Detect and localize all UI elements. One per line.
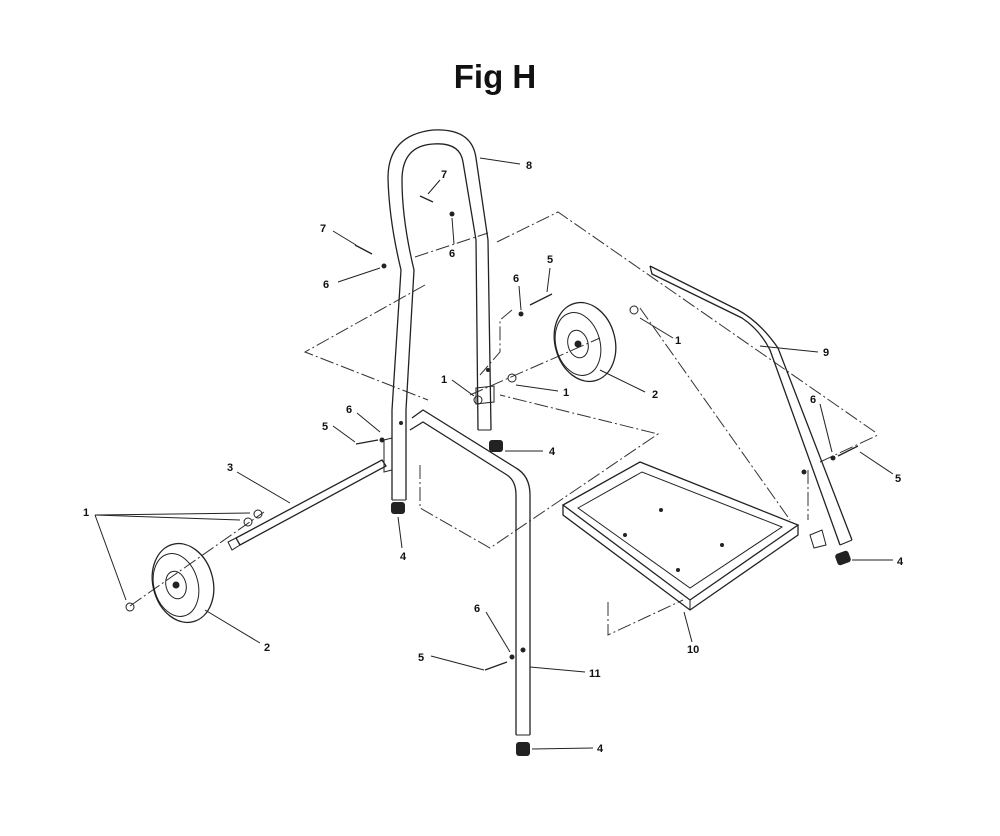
washers-part-6 xyxy=(379,211,836,660)
callout-6: 6 xyxy=(449,248,455,260)
callout-1: 1 xyxy=(441,374,447,386)
bolts-part-5-7 xyxy=(354,195,859,671)
callout-7: 7 xyxy=(441,169,447,181)
callout-6: 6 xyxy=(323,279,329,291)
wheel-part-2-left xyxy=(151,542,215,624)
foot-caps-part-4 xyxy=(391,440,851,756)
callout-1: 1 xyxy=(675,335,681,347)
callout-6: 6 xyxy=(474,603,480,615)
callout-8: 8 xyxy=(526,160,532,172)
callout-5: 5 xyxy=(322,421,328,433)
callout-9: 9 xyxy=(823,347,829,359)
leader-lines xyxy=(94,157,894,750)
callout-5: 5 xyxy=(547,254,553,266)
front-leg-part-11 xyxy=(409,409,531,736)
tray-part-10 xyxy=(561,461,800,611)
callout-1: 1 xyxy=(83,507,89,519)
figure-title: Fig H xyxy=(453,58,537,95)
axle-part-3 xyxy=(227,459,387,551)
callout-2: 2 xyxy=(652,389,658,401)
callout-4: 4 xyxy=(597,743,604,755)
callout-2: 2 xyxy=(264,642,270,654)
callout-3: 3 xyxy=(227,462,233,474)
callout-4: 4 xyxy=(549,446,556,458)
assembly-guide-lines xyxy=(129,211,879,636)
callout-6: 6 xyxy=(810,394,816,406)
callout-labels: 1 1 1 1 2 2 3 4 4 4 4 5 5 5 5 6 6 6 6 6 … xyxy=(83,160,904,755)
callout-4: 4 xyxy=(897,556,904,568)
wheel-part-2-right xyxy=(553,301,617,383)
callout-1: 1 xyxy=(563,387,569,399)
callout-6: 6 xyxy=(513,273,519,285)
callout-7: 7 xyxy=(320,223,326,235)
clips-part-1 xyxy=(125,305,639,612)
callout-5: 5 xyxy=(418,652,424,664)
handle-frame-part-8 xyxy=(383,129,495,501)
callout-6: 6 xyxy=(346,404,352,416)
callout-10: 10 xyxy=(687,644,699,656)
callout-4: 4 xyxy=(400,551,407,563)
callout-11: 11 xyxy=(589,668,601,680)
callout-5: 5 xyxy=(895,473,901,485)
